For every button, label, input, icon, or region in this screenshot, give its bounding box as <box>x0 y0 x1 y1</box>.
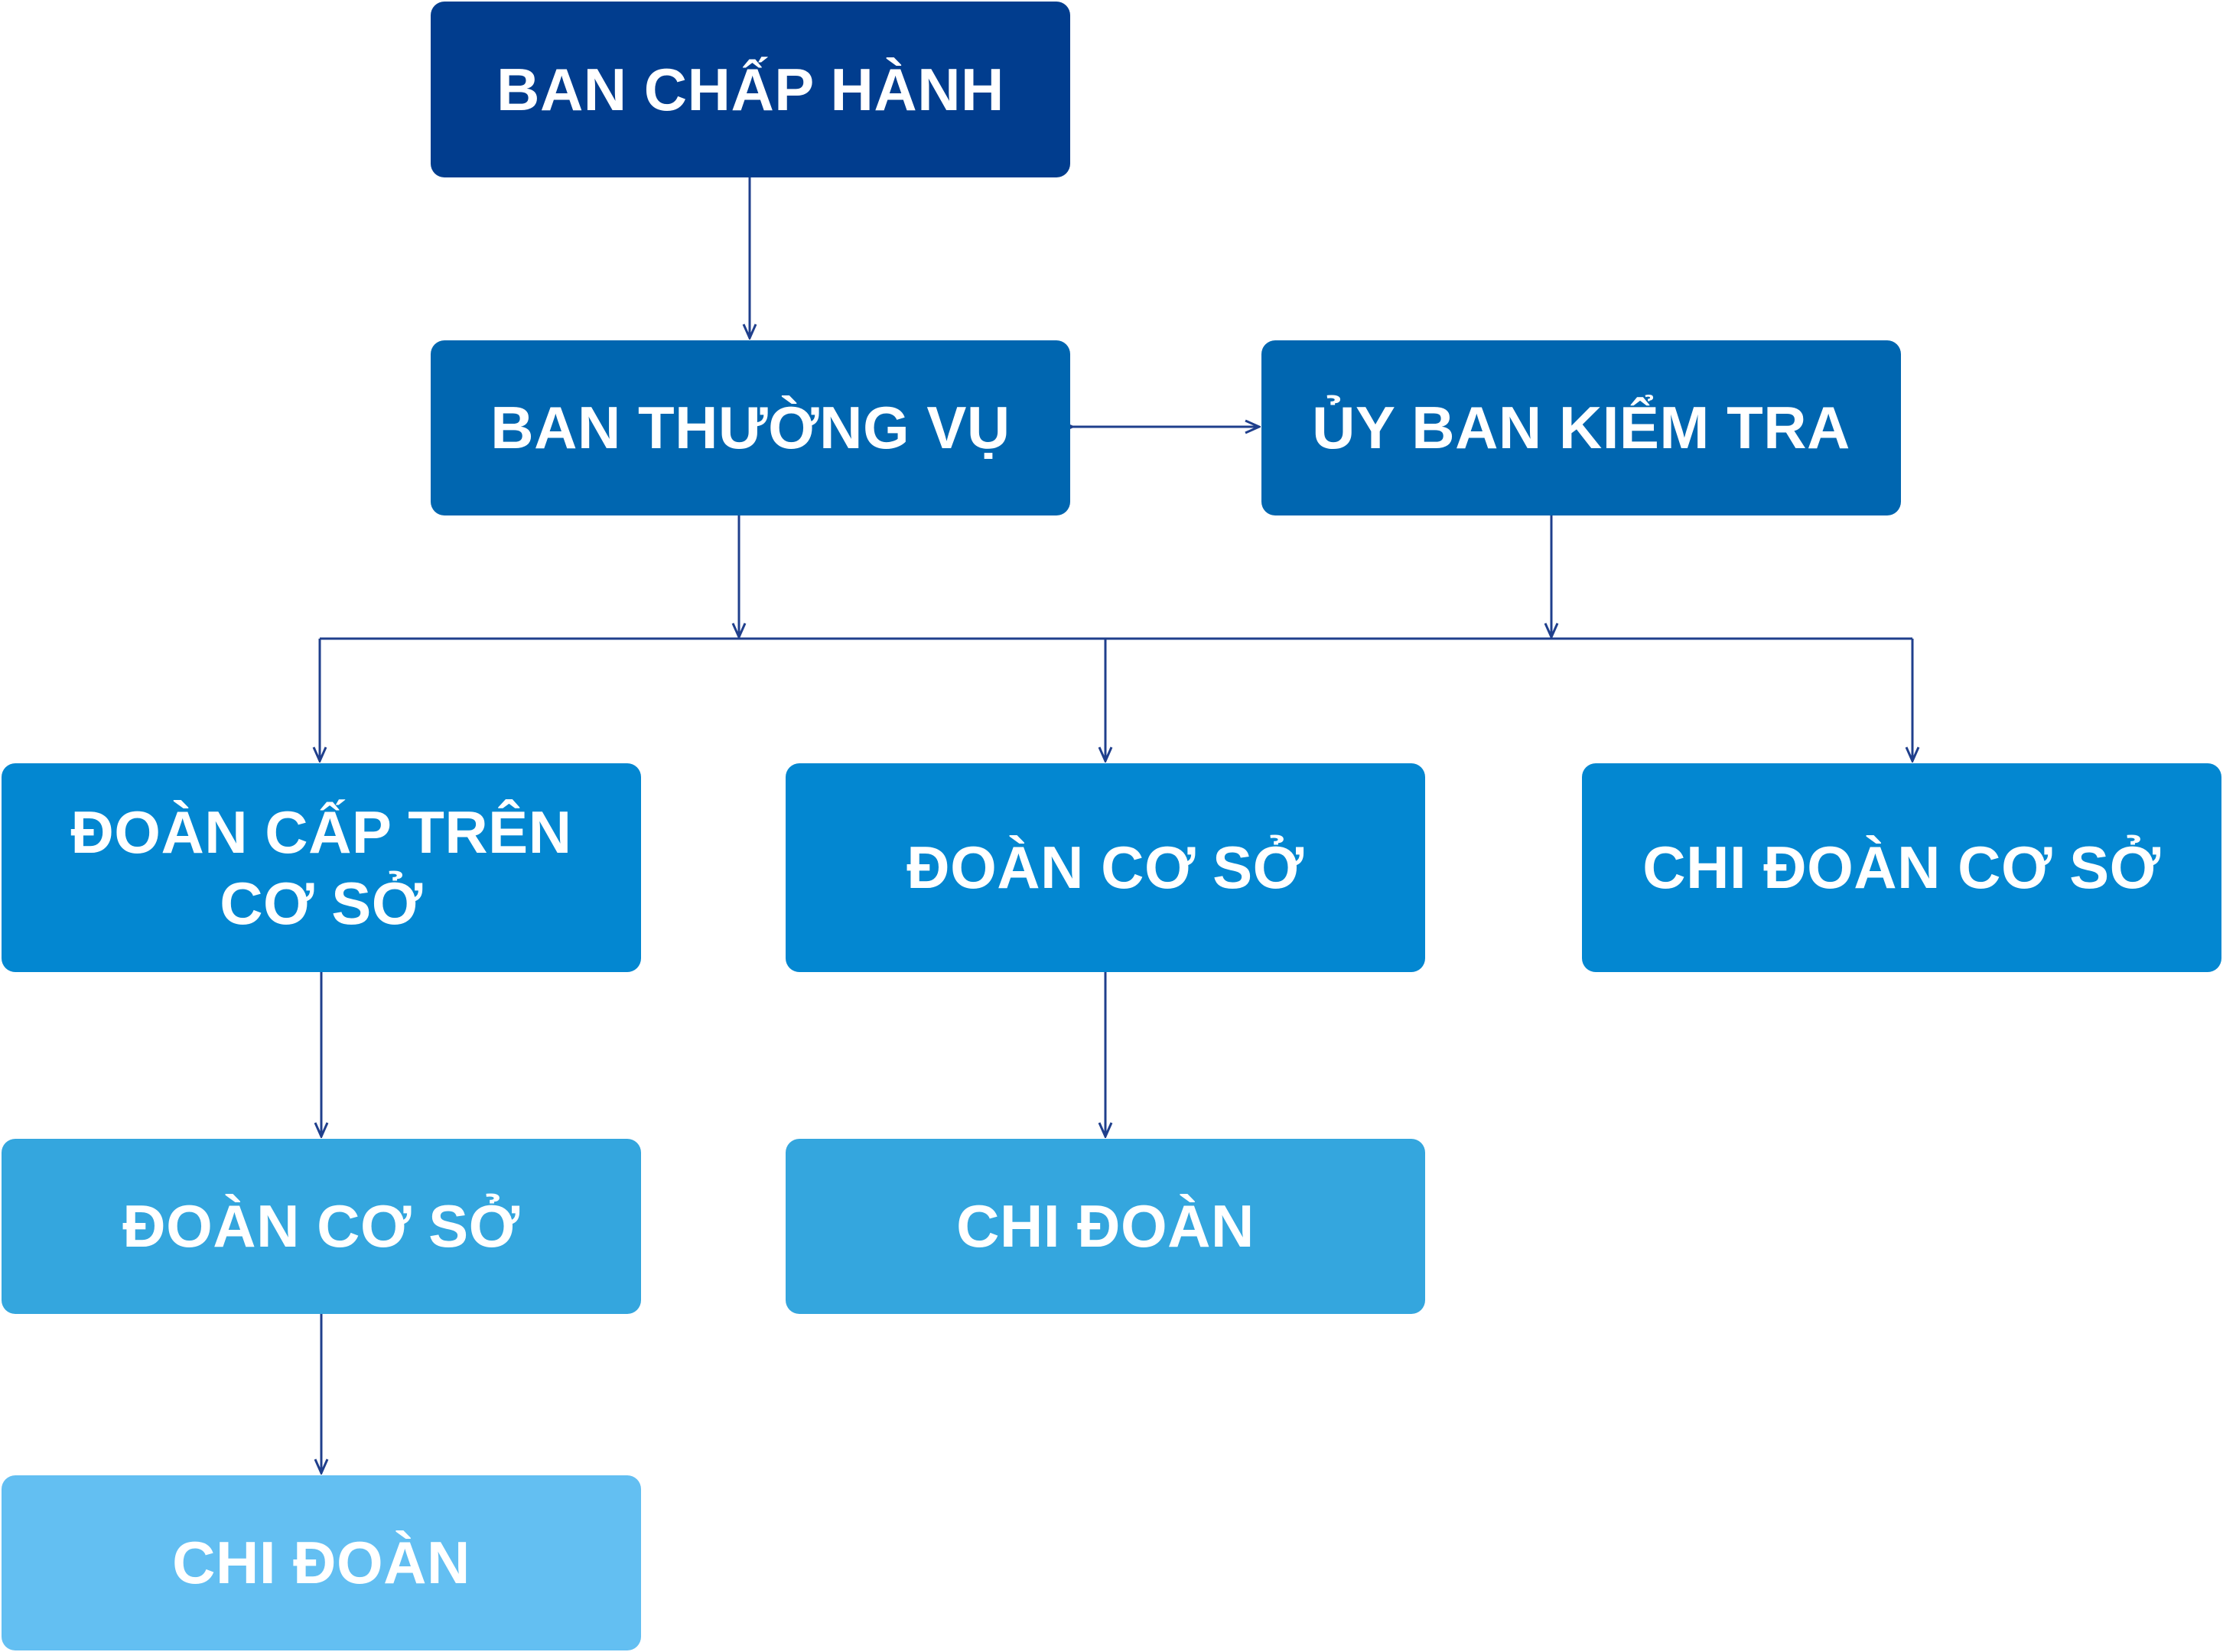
node-chi-doan-middle: CHI ĐOÀN <box>786 1139 1425 1314</box>
node-ban-chap-hanh: BAN CHẤP HÀNH <box>431 2 1070 177</box>
node-chi-doan-co-so: CHI ĐOÀN CƠ SỞ <box>1582 763 2221 972</box>
node-doan-co-so-left: ĐOÀN CƠ SỞ <box>2 1139 641 1314</box>
node-doan-co-so-middle: ĐOÀN CƠ SỞ <box>786 763 1425 972</box>
node-chi-doan-left: CHI ĐOÀN <box>2 1475 641 1650</box>
node-doan-cap-tren-co-so: ĐOÀN CẤP TRÊN CƠ SỞ <box>2 763 641 972</box>
node-uy-ban-kiem-tra: ỦY BAN KIỂM TRA <box>1261 340 1901 515</box>
node-ban-thuong-vu: BAN THƯỜNG VỤ <box>431 340 1070 515</box>
